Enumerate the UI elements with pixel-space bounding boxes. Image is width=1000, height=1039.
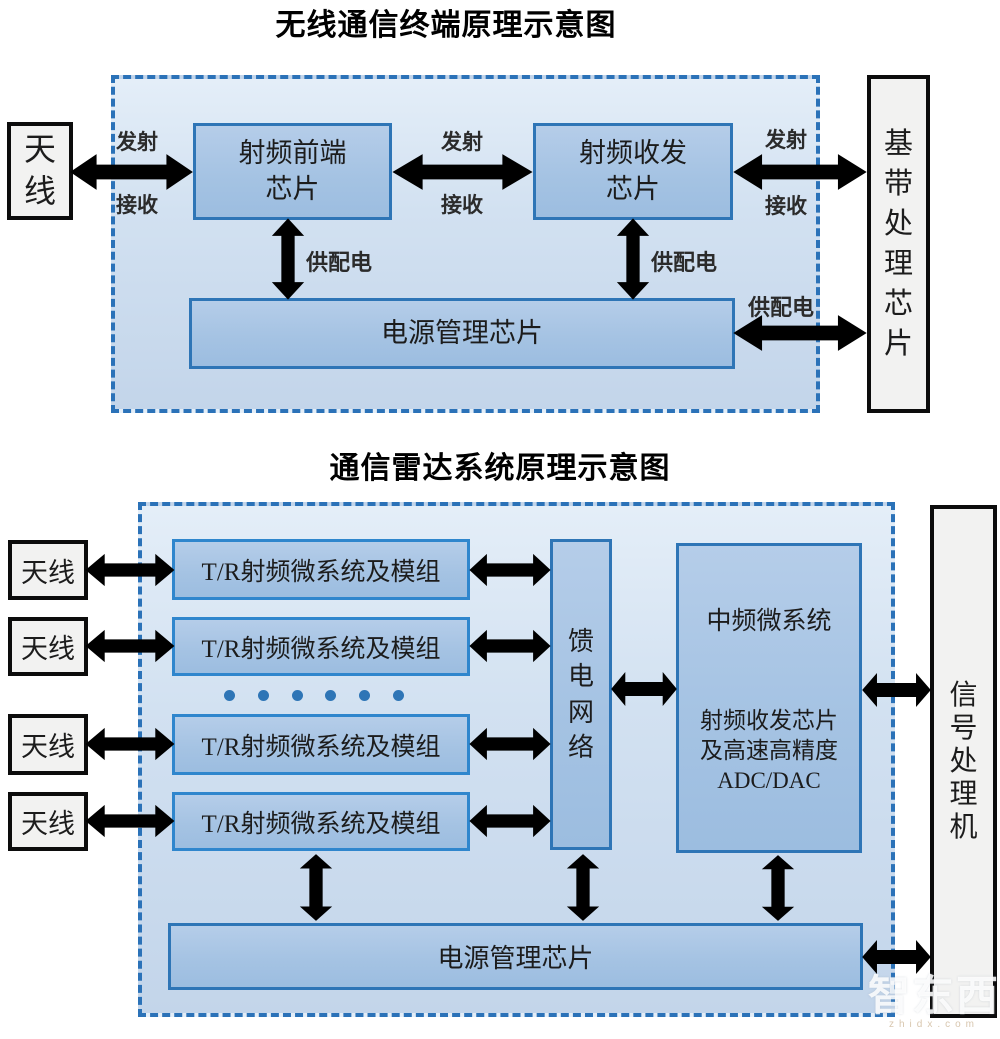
tr-feed-arrow-2 — [468, 627, 552, 665]
receive-label-1: 接收 — [116, 193, 158, 217]
power-supply-label-3: 供配电 — [748, 295, 815, 320]
diagram1-rf-front-end-box: 射频前端 芯片 — [193, 123, 392, 220]
ellipsis-dots — [224, 690, 404, 701]
transmit-label-2: 发射 — [441, 130, 483, 154]
feed-if-arrow — [610, 669, 678, 709]
dot — [392, 690, 404, 701]
antenna-tr-arrow-1 — [84, 551, 176, 589]
feed-power-arrow — [564, 853, 602, 922]
diagram1-rf-front-end-label: 射频前端 芯片 — [238, 138, 347, 204]
rf-transceiver-power-arrow — [614, 217, 652, 301]
diagram1-baseband-label: 基带处理芯片 — [883, 127, 913, 361]
diagram2-antenna-box-3: 天线 — [8, 714, 88, 775]
diagram2-antenna-label-2: 天线 — [21, 634, 75, 664]
diagram2-power-chip-label: 电源管理芯片 — [437, 944, 594, 973]
power-supply-label-1: 供配电 — [306, 250, 373, 275]
tr-feed-arrow-3 — [468, 725, 552, 763]
diagram1-rf-transceiver-box: 射频收发 芯片 — [533, 123, 733, 220]
diagram1-power-chip-label: 电源管理芯片 — [381, 317, 543, 348]
transmit-label-1: 发射 — [116, 130, 158, 154]
diagram2-antenna-label-4: 天线 — [21, 809, 75, 839]
antenna-rf-front-arrow — [68, 151, 195, 193]
tr-feed-arrow-1 — [468, 551, 552, 589]
dot — [325, 690, 337, 701]
diagram2-antenna-box-1: 天线 — [8, 540, 88, 600]
diagram1-title: 无线通信终端原理示意图 — [275, 9, 617, 42]
diagram2-title: 通信雷达系统原理示意图 — [329, 452, 671, 485]
rf-front-rf-transceiver-arrow — [390, 151, 535, 193]
tr-module-label-4: T/R射频微系统及模组 — [201, 810, 441, 838]
tr-module-box-3: T/R射频微系统及模组 — [172, 714, 470, 775]
tr-feed-arrow-4 — [468, 802, 552, 840]
signal-processor-label: 信号处理机 — [949, 679, 978, 844]
antenna-tr-arrow-4 — [84, 802, 176, 840]
rf-front-power-arrow — [269, 217, 307, 301]
antenna-tr-arrow-3 — [84, 725, 176, 763]
transmit-label-3: 发射 — [765, 128, 807, 152]
power-supply-label-2: 供配电 — [651, 250, 718, 275]
if-microsystem-title: 中频微系统 — [706, 608, 832, 635]
rf-transceiver-baseband-arrow — [731, 151, 869, 193]
diagram2-power-chip-box: 电源管理芯片 — [168, 923, 863, 990]
watermark-subtext: zhidx.com — [888, 1019, 979, 1030]
if-microsystem-box: 中频微系统 射频收发芯片 及高速高精度 ADC/DAC — [676, 543, 862, 853]
feed-network-label: 馈电网络 — [567, 627, 594, 762]
signal-processor-box: 信号处理机 — [930, 505, 997, 1018]
dot — [224, 690, 235, 701]
tr-module-box-1: T/R射频微系统及模组 — [172, 539, 470, 600]
feed-network-box: 馈电网络 — [550, 539, 612, 850]
dot — [359, 690, 371, 701]
diagram1-baseband-box: 基带处理芯片 — [867, 75, 930, 413]
diagram2-antenna-label-3: 天线 — [21, 732, 75, 762]
diagram1-rf-transceiver-label: 射频收发 芯片 — [579, 138, 687, 204]
diagram1-antenna-label: 天线 — [23, 131, 56, 209]
tr-module-box-2: T/R射频微系统及模组 — [172, 617, 470, 676]
diagram1-antenna-box: 天线 — [7, 122, 73, 220]
dot — [291, 690, 303, 701]
tr-module-label-3: T/R射频微系统及模组 — [201, 733, 441, 761]
tr-power-arrow — [297, 853, 335, 922]
watermark-brand: 智东西 — [868, 974, 1000, 1020]
diagram2-antenna-label-1: 天线 — [21, 557, 75, 588]
receive-label-3: 接收 — [765, 194, 807, 218]
antenna-tr-arrow-2 — [84, 627, 176, 665]
watermark: 智东西 zhidx.com — [868, 962, 1000, 1030]
tr-module-box-4: T/R射频微系统及模组 — [172, 792, 470, 851]
tr-module-label-1: T/R射频微系统及模组 — [201, 558, 441, 586]
if-power-arrow — [759, 854, 797, 922]
if-signal-arrow — [861, 670, 932, 710]
receive-label-2: 接收 — [441, 193, 483, 217]
dot — [257, 690, 269, 701]
tr-module-label-2: T/R射频微系统及模组 — [201, 635, 441, 663]
diagram2-antenna-box-2: 天线 — [8, 617, 88, 676]
diagram2-antenna-box-4: 天线 — [8, 792, 88, 851]
if-microsystem-detail: 射频收发芯片 及高速高精度 ADC/DAC — [700, 708, 838, 793]
diagram1-power-chip-box: 电源管理芯片 — [189, 298, 735, 369]
